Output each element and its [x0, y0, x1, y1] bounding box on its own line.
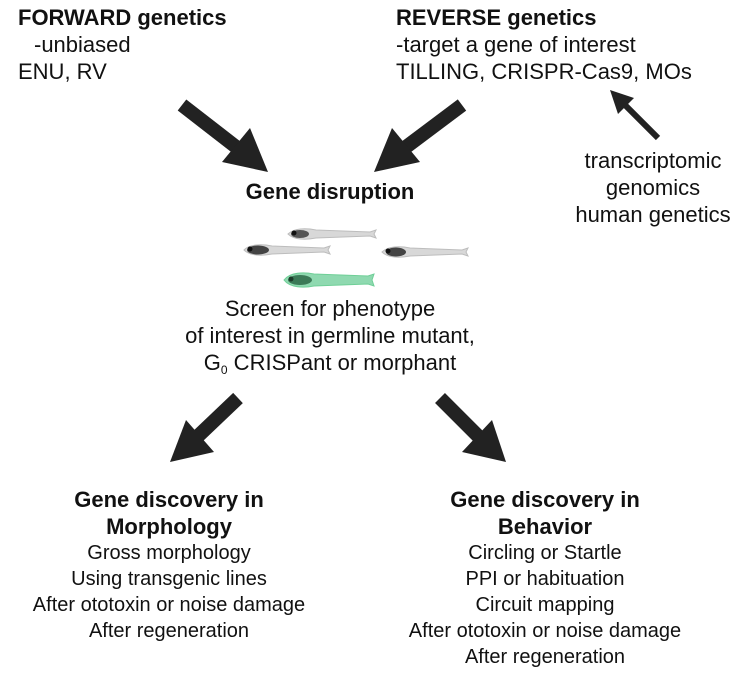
source-line: genomics	[605, 175, 701, 200]
source-line: human genetics	[575, 202, 731, 227]
screen-line-rest: CRISPant or morphant	[227, 350, 457, 375]
screen-line-g0: G0 CRISPant or morphant	[140, 349, 520, 376]
arrow-icon	[374, 99, 467, 172]
behavior-block: Gene discovery in Behavior Circling or S…	[380, 486, 710, 670]
reverse-line: -target a gene of interest	[396, 32, 636, 57]
morphology-item: Gross morphology	[87, 542, 251, 564]
g-label: G	[203, 350, 221, 375]
arrow-icon	[435, 393, 506, 462]
zebrafish-larva-icon	[243, 244, 331, 256]
morphology-title: Gene discovery in	[74, 487, 264, 512]
morphology-item: Using transgenic lines	[71, 568, 267, 590]
arrow-icon	[170, 392, 243, 462]
morphology-title: Morphology	[106, 514, 232, 539]
screen-line: of interest in germline mutant,	[185, 323, 475, 348]
g-subscript: 0	[220, 363, 228, 377]
behavior-item: After ototoxin or noise damage	[408, 620, 682, 642]
behavior-item: Circuit mapping	[475, 594, 615, 616]
zebrafish-larvae-illustration	[243, 228, 469, 288]
zebrafish-larva-icon	[283, 272, 375, 288]
forward-line: -unbiased	[34, 32, 131, 57]
forward-title: FORWARD genetics	[18, 5, 227, 30]
screen-line: Screen for phenotype	[224, 296, 436, 321]
behavior-item: After regeneration	[464, 646, 626, 668]
source-line: transcriptomic	[584, 148, 722, 173]
reverse-title: REVERSE genetics	[396, 5, 597, 30]
behavior-title: Gene discovery in	[450, 487, 640, 512]
gene-disruption-title: Gene disruption	[245, 179, 415, 204]
behavior-title: Behavior	[497, 514, 593, 539]
morphology-block: Gene discovery in Morphology Gross morph…	[0, 486, 338, 644]
forward-genetics-block: FORWARD genetics -unbiased ENU, RV	[18, 4, 227, 85]
data-sources-block: transcriptomic genomics human genetics	[560, 147, 746, 228]
zebrafish-larva-icon	[287, 228, 377, 240]
morphology-item: After regeneration	[88, 620, 250, 642]
behavior-item: PPI or habituation	[465, 568, 625, 590]
reverse-genetics-block: REVERSE genetics -target a gene of inter…	[396, 4, 692, 85]
morphology-item: After ototoxin or noise damage	[32, 594, 306, 616]
screen-block: Screen for phenotype of interest in germ…	[140, 295, 520, 376]
behavior-item: Circling or Startle	[468, 542, 622, 564]
arrow-icon	[177, 99, 268, 172]
arrow-icon	[610, 90, 661, 141]
reverse-line: TILLING, CRISPR-Cas9, MOs	[396, 59, 692, 84]
zebrafish-larva-icon	[381, 246, 469, 258]
forward-line: ENU, RV	[18, 59, 107, 84]
